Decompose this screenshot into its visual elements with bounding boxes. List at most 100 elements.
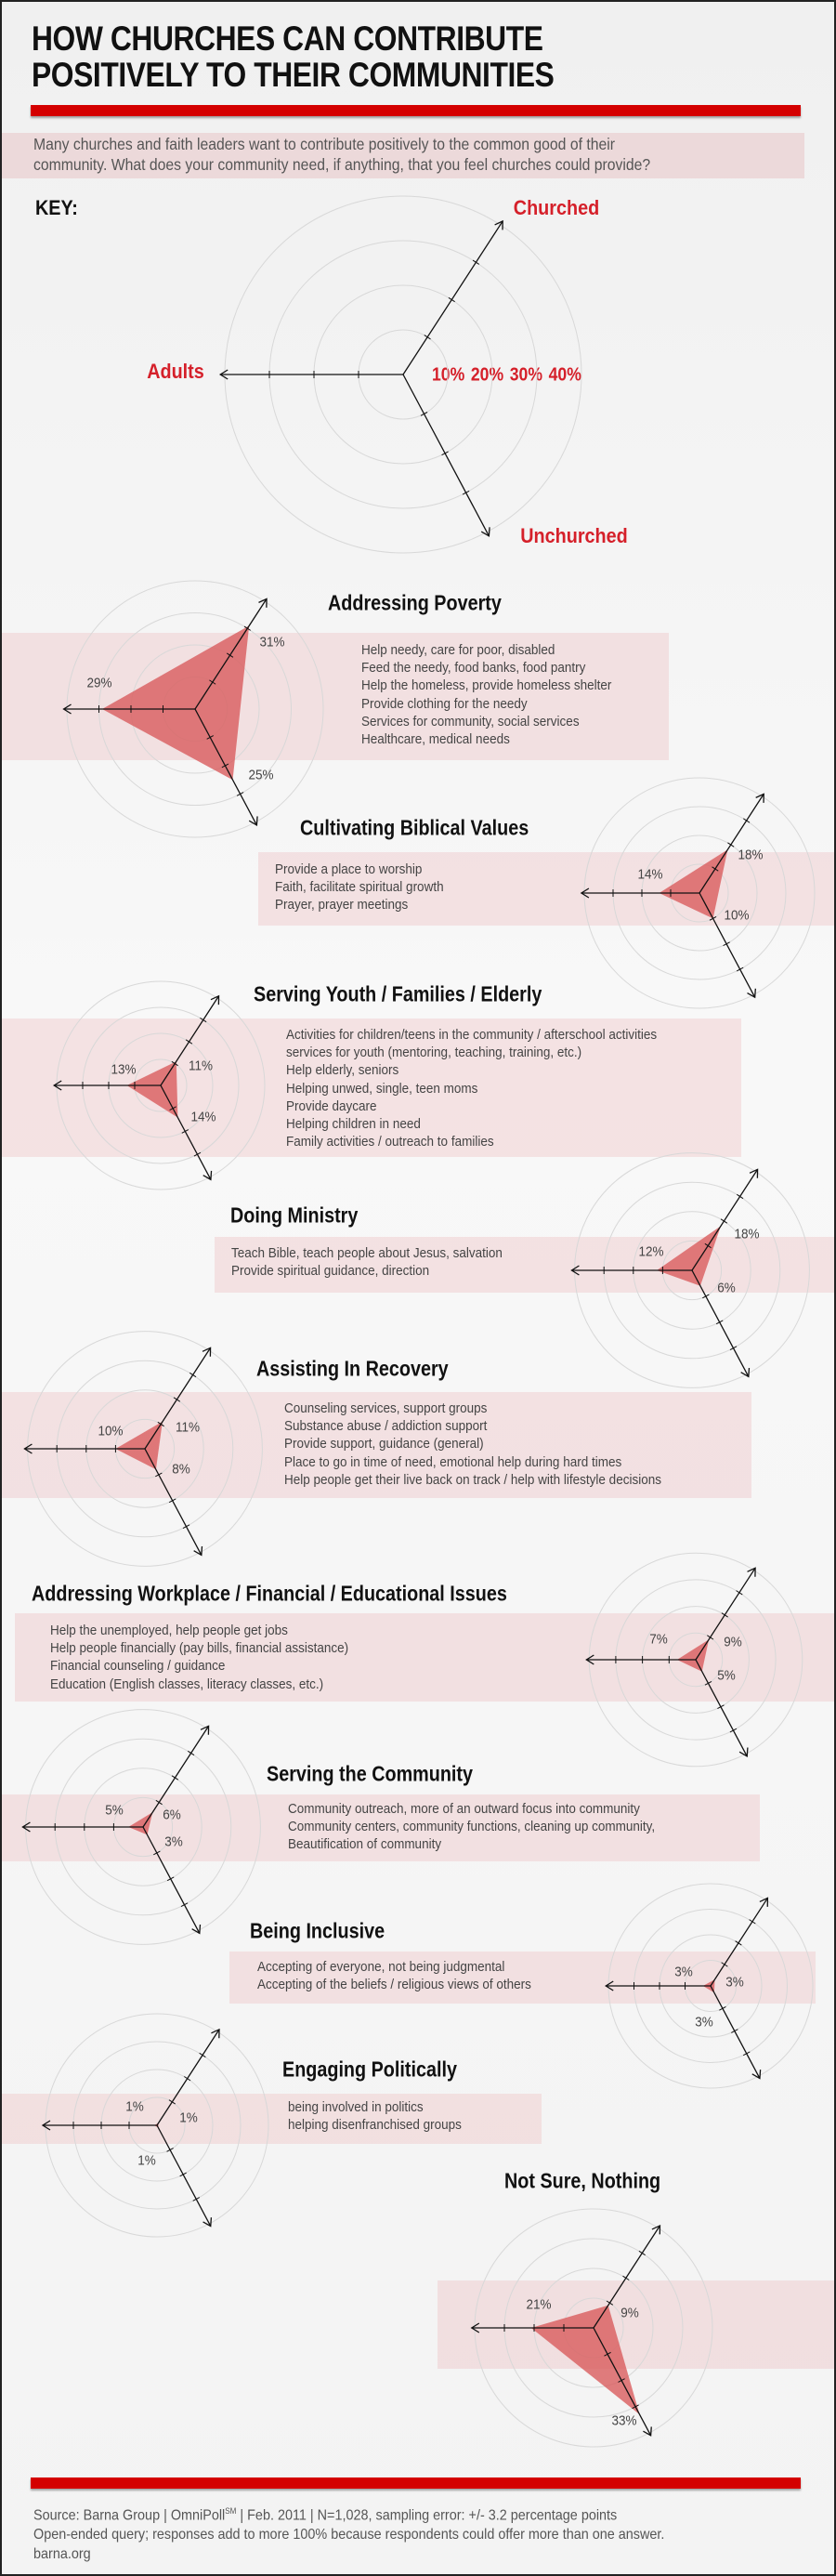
list-item: Services for community, social services: [361, 713, 580, 729]
unchurched-tick: [717, 1704, 725, 1710]
unchurched-tick: [709, 916, 717, 921]
churched-value-label: 3%: [725, 1974, 744, 1991]
churched-axis: [194, 598, 268, 710]
unchurched-axis: [144, 1448, 202, 1556]
unchurched-tick: [715, 1320, 724, 1325]
churched-value-label: 9%: [724, 1634, 742, 1650]
churched-tick: [622, 2275, 630, 2280]
key-scale-labels: 10% 20% 30% 40%: [432, 364, 581, 386]
key-adults-label: Adults: [147, 360, 204, 383]
section-band: [0, 2094, 542, 2144]
churched-tick: [424, 335, 431, 340]
section-band: [0, 633, 669, 760]
unchurched-tick: [153, 1850, 161, 1856]
list-item: Faith, facilitate spiritual growth: [275, 879, 444, 896]
section-title: Addressing Poverty: [328, 590, 502, 615]
list-item: helping disenfranchised groups: [288, 2117, 462, 2134]
response-shape: [126, 1061, 178, 1118]
adults-value-label: 5%: [105, 1802, 124, 1819]
adults-value-label: 14%: [637, 866, 663, 883]
churched-axis: [156, 2029, 220, 2126]
footer-source: Source: Barna Group | OmniPollSM | Feb. …: [33, 2502, 664, 2525]
section-title: Engaging Politically: [282, 2057, 457, 2082]
section-title: Not Sure, Nothing: [504, 2168, 661, 2193]
list-item: Help the homeless, provide homeless shel…: [361, 677, 612, 694]
question-line-1: Many churches and faith leaders want to …: [33, 135, 615, 153]
unchurched-axis: [699, 892, 756, 998]
unchurched-tick: [702, 1294, 710, 1299]
list-item: Feed the needy, food banks, food pantry: [361, 660, 586, 677]
churched-tick: [171, 1060, 178, 1067]
churched-axis: [144, 1347, 212, 1450]
unchurched-tick: [731, 2029, 738, 2033]
adults-arrowhead-icon: [218, 369, 229, 380]
unchurched-tick: [221, 763, 229, 769]
adults-arrowhead-icon: [470, 2322, 480, 2333]
unchurched-arrowhead-icon: [740, 1367, 751, 1378]
unchurched-axis: [695, 1659, 748, 1757]
unchurched-tick: [236, 792, 244, 796]
footer-divider: [31, 2477, 801, 2489]
header-divider: [31, 105, 801, 116]
unchurched-value-label: 5%: [717, 1667, 736, 1684]
list-item: Beautification of community: [288, 1836, 442, 1853]
unchurched-value-label: 25%: [248, 767, 274, 783]
churched-arrowhead-icon: [651, 2224, 661, 2235]
question-band: [0, 133, 804, 178]
churched-arrowhead-icon: [749, 1168, 759, 1178]
churched-tick: [155, 1799, 163, 1806]
adults-arrowhead-icon: [570, 1265, 580, 1276]
unchurched-axis: [142, 1826, 201, 1934]
adults-arrowhead-icon: [41, 2120, 51, 2131]
unchurched-arrowhead-icon: [751, 2070, 762, 2080]
list-item: Helping children in need: [286, 1115, 421, 1132]
churched-tick: [189, 1372, 197, 1378]
churched-tick: [737, 1193, 744, 1200]
churched-tick: [749, 1919, 756, 1925]
list-item: Accepting of the beliefs / religious vie…: [257, 1977, 531, 1993]
churched-axis: [710, 1898, 768, 1987]
section-title: Being Inclusive: [250, 1918, 385, 1943]
section-items: Help the unemployed, help people get job…: [50, 1622, 348, 1693]
unchurched-arrowhead-icon: [643, 2426, 652, 2437]
source-text: Source: Barna Group | OmniPoll: [33, 2507, 226, 2524]
section-band: [0, 1794, 760, 1861]
unchurched-value-label: 1%: [137, 2152, 156, 2169]
churched-tick: [721, 1962, 728, 1967]
unchurched-tick: [192, 2197, 201, 2201]
unchurched-axis: [402, 374, 490, 537]
churched-value-label: 11%: [175, 1419, 201, 1436]
footer-note: Open-ended query; responses add to more …: [33, 2527, 665, 2543]
unchurched-arrowhead-icon: [738, 1747, 749, 1757]
footer-site-link[interactable]: barna.org: [33, 2546, 91, 2563]
churched-tick: [736, 1590, 743, 1596]
section-items: Teach Bible, teach people about Jesus, s…: [231, 1244, 503, 1280]
response-shape: [530, 2305, 640, 2415]
churched-axis: [402, 220, 503, 375]
unchurched-tick: [206, 735, 214, 740]
churched-tick: [606, 2300, 614, 2306]
unchurched-arrowhead-icon: [480, 527, 490, 537]
unchurched-tick: [723, 941, 730, 947]
unchurched-axis: [593, 2327, 652, 2437]
unchurched-tick: [618, 2378, 625, 2383]
churched-axis: [160, 995, 220, 1086]
churched-value-label: 1%: [179, 2109, 198, 2126]
survey-question: Many churches and faith leaders want to …: [33, 134, 650, 175]
unchurched-tick: [704, 1681, 712, 1686]
list-item: Accepting of everyone, not being judgmen…: [257, 1959, 505, 1975]
section-band: [258, 852, 836, 926]
unchurched-value-label: 3%: [695, 2014, 713, 2031]
unchurched-value-label: 33%: [611, 2412, 637, 2429]
key-churched-label: Churched: [513, 196, 600, 219]
list-item: Community centers, community functions, …: [288, 1819, 656, 1835]
churched-value-label: 6%: [163, 1807, 181, 1823]
unchurched-tick: [441, 451, 449, 456]
radar-chart: [52, 980, 266, 1190]
unchurched-tick: [729, 1728, 738, 1733]
unchurched-tick: [193, 1151, 202, 1157]
unchurched-tick: [155, 1472, 163, 1478]
